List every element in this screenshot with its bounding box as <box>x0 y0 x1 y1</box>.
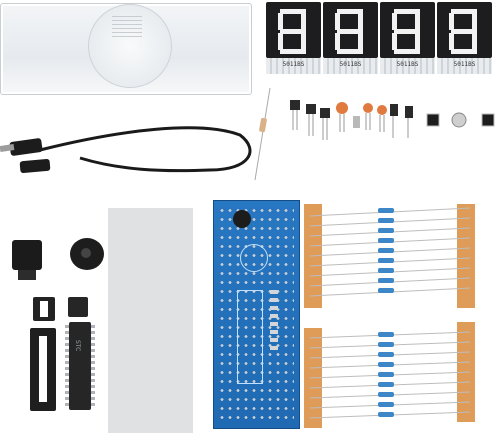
battery-holder <box>451 112 467 128</box>
resistor-loose <box>254 88 271 181</box>
transistor-3 <box>320 108 330 140</box>
display-label-1: 5011BS <box>282 61 305 68</box>
segment-display-4 <box>437 2 492 58</box>
crystal <box>353 116 360 128</box>
mcu-pins-left <box>65 325 69 407</box>
display-pins-2 <box>323 58 378 74</box>
ic-socket-8pin <box>33 297 55 321</box>
resistor-strip-top <box>304 204 475 308</box>
display-pins-3 <box>380 58 435 74</box>
mcu-label: STC <box>74 340 81 352</box>
dc-jack-pins <box>18 270 36 280</box>
resistor-strips <box>304 204 475 428</box>
ic-socket-28pin <box>30 328 56 411</box>
pcb-battery-footprint <box>240 244 268 272</box>
display-label-3: 5011BS <box>396 61 419 68</box>
mcu-pins-right <box>91 325 95 407</box>
case-vent-lines <box>112 16 142 38</box>
ic-chip-8pin <box>68 297 88 317</box>
resistor-strip-bottom <box>304 322 475 428</box>
microcontroller-chip <box>69 322 91 410</box>
push-button-1 <box>426 113 440 127</box>
dc-power-jack <box>12 240 42 270</box>
segment-display-3 <box>380 2 435 58</box>
pcb-mcu-footprint <box>237 290 263 384</box>
ceramic-capacitor-3 <box>377 105 387 115</box>
display-label-2: 5011BS <box>339 61 362 68</box>
buzzer-hole <box>81 248 91 258</box>
mounting-board <box>108 208 193 433</box>
ceramic-capacitor-2 <box>363 103 373 113</box>
transistor-2 <box>306 104 316 136</box>
pcb-buzzer-footprint <box>233 210 251 228</box>
display-pins-1 <box>266 58 321 74</box>
segment-display-2 <box>323 2 378 58</box>
display-pins-4 <box>437 58 492 74</box>
small-components <box>254 88 495 181</box>
push-button-2 <box>481 113 495 127</box>
transistor-1 <box>290 100 300 130</box>
pcb-solder-pads <box>218 206 294 420</box>
transistor-5 <box>405 106 413 118</box>
pcb-resistor-pads <box>270 290 278 350</box>
usb-cable <box>0 126 252 174</box>
ceramic-capacitor-1 <box>336 102 348 114</box>
display-label-4: 5011BS <box>453 61 476 68</box>
segment-display-1 <box>266 2 321 58</box>
transistor-4 <box>390 104 398 116</box>
